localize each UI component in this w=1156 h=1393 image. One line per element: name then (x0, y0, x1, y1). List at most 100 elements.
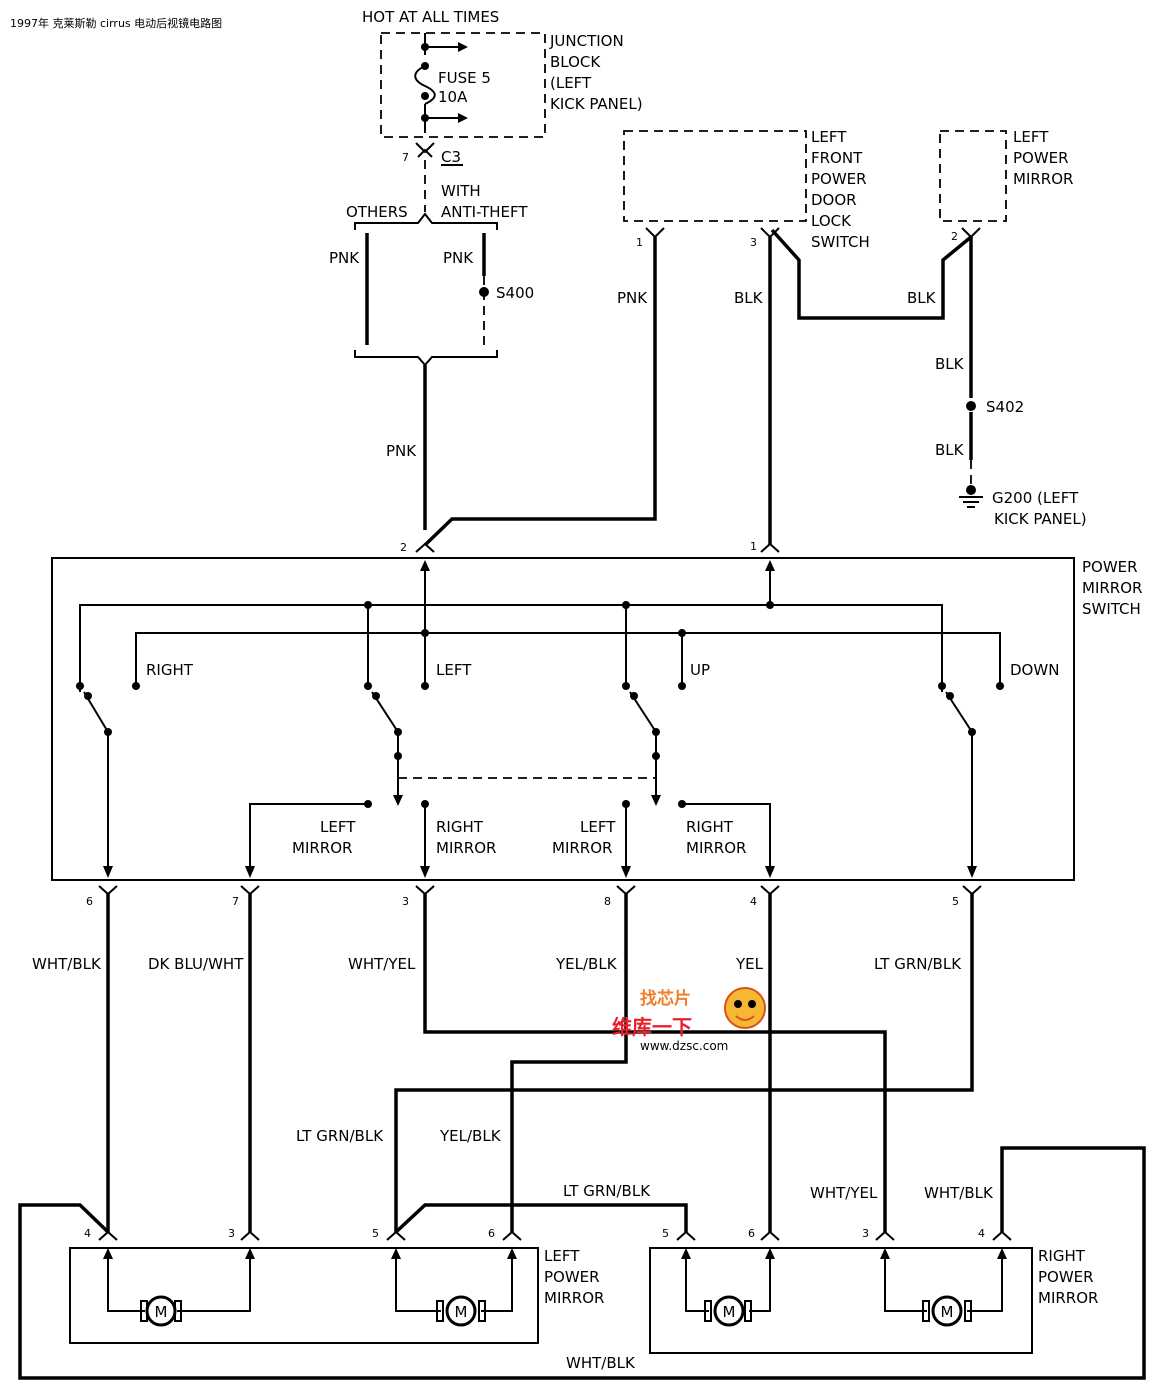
wire-label-wht-blk: WHT/BLK (32, 955, 102, 973)
junction-block-line1: JUNCTION (549, 32, 624, 50)
sel-left-mirror-2-line1: LEFT (580, 818, 616, 836)
lpm-top-line3: MIRROR (1013, 170, 1073, 188)
door-lock-line4: DOOR (811, 191, 857, 209)
wire-pnk-door-lock (423, 237, 657, 547)
wire-label-yel: YEL (735, 955, 764, 973)
dir-down: DOWN (1010, 661, 1059, 679)
lpm-bottom-line3: MIRROR (544, 1289, 604, 1307)
pms-out-pin5: 5 (952, 895, 959, 908)
wire-label-wht-yel: WHT/YEL (348, 955, 416, 973)
door-lock-pin3: 3 (750, 236, 757, 249)
blk-ground-label1: BLK (935, 355, 965, 373)
sel-right-mirror-2-line1: RIGHT (686, 818, 734, 836)
branch-others-label: OTHERS (346, 203, 408, 221)
pms-line2: MIRROR (1082, 579, 1142, 597)
pms-out-pin7: 7 (232, 895, 239, 908)
wire-label-bottom-wht-blk: WHT/BLK (566, 1354, 636, 1372)
junction-block-line2: BLOCK (550, 53, 601, 71)
pms-out-pin3: 3 (402, 895, 409, 908)
door-lock-switch: LEFT FRONT POWER DOOR LOCK SWITCH 1 3 (623, 128, 870, 251)
dir-right: RIGHT (146, 661, 194, 679)
g200-line1: G200 (LEFT (992, 489, 1079, 507)
pms-line3: SWITCH (1082, 600, 1141, 618)
lpm-bottom-line1: LEFT (544, 1247, 580, 1265)
diagram-title: 1997年 克莱斯勒 cirrus 电动后视镜电路图 (10, 16, 222, 30)
sel-right-mirror-2-line2: MIRROR (686, 839, 746, 857)
pnk-door-lock-label: PNK (617, 289, 648, 307)
sel-right-mirror-1-line1: RIGHT (436, 818, 484, 836)
hot-at-all-times-label: HOT AT ALL TIMES (362, 8, 499, 26)
branch-antitheft-line1: WITH (441, 182, 481, 200)
lpm-bottom-pin3: 3 (228, 1227, 235, 1240)
connector-c3: 7 C3 (402, 142, 463, 212)
dir-left: LEFT (436, 661, 472, 679)
lpm-bottom-pin4: 4 (84, 1227, 91, 1240)
rpm-bottom-pin6: 6 (748, 1227, 755, 1240)
ground-g200: G200 (LEFT KICK PANEL) (959, 485, 1087, 528)
wire-label-yel-blk: YEL/BLK (555, 955, 618, 973)
watermark-logo: 找芯片 维库一下 www.dzsc.com (612, 987, 766, 1053)
pms-out-pin6: 6 (86, 895, 93, 908)
dir-up: UP (690, 661, 710, 679)
rpm-bottom-line2: POWER (1038, 1268, 1094, 1286)
watermark-line1: 找芯片 (640, 988, 691, 1009)
motor-right-2: M (922, 1295, 972, 1327)
sel-left-mirror-1-line1: LEFT (320, 818, 356, 836)
wire-label-lt-grn-blk: LT GRN/BLK (874, 955, 962, 973)
motor-left-2-label: M (455, 1303, 468, 1321)
lpm-bottom-pin6: 6 (488, 1227, 495, 1240)
wire-label-bridge-lt-grn: LT GRN/BLK (563, 1182, 651, 1200)
door-lock-line6: SWITCH (811, 233, 870, 251)
pnk-antitheft-label: PNK (443, 249, 474, 267)
motor-right-2-label: M (941, 1303, 954, 1321)
splice-s400-dot (479, 287, 489, 297)
junction-block-line3: (LEFT (550, 74, 592, 92)
door-lock-line3: POWER (811, 170, 867, 188)
splice-s402-dot (966, 401, 976, 411)
splice-s400-label: S400 (496, 284, 534, 302)
rpm-bottom-pin5: 5 (662, 1227, 669, 1240)
left-power-mirror-top: LEFT POWER MIRROR 2 (939, 128, 1073, 243)
right-power-mirror-bottom: RIGHT POWER MIRROR 5 6 3 4 (649, 1227, 1098, 1354)
junction-block: HOT AT ALL TIMES FUSE 5 10A JUNCTION BLO… (362, 8, 643, 138)
blk-ground-label2: BLK (935, 441, 965, 459)
lpm-bottom-line2: POWER (544, 1268, 600, 1286)
motor-left-1-label: M (155, 1303, 168, 1321)
motor-right-1: M (704, 1295, 752, 1327)
rpm-bottom-line3: MIRROR (1038, 1289, 1098, 1307)
door-lock-pin1: 1 (636, 236, 643, 249)
branch-antitheft-line2: ANTI-THEFT (441, 203, 528, 221)
switch-output-connectors: 6 7 3 8 4 5 (86, 885, 982, 908)
rpm-bottom-line1: RIGHT (1038, 1247, 1086, 1265)
door-lock-line1: LEFT (811, 128, 847, 146)
pms-out-pin4: 4 (750, 895, 757, 908)
motor-right-1-label: M (723, 1303, 736, 1321)
splice-s402-label: S402 (986, 398, 1024, 416)
rpm-bottom-pin3: 3 (862, 1227, 869, 1240)
motor-left-1: M (140, 1295, 182, 1327)
fuse-name: FUSE 5 (438, 69, 491, 87)
door-lock-line5: LOCK (811, 212, 852, 230)
wire-label-dk-blu-wht: DK BLU/WHT (148, 955, 244, 973)
pms-input-pin2: 2 (400, 541, 407, 554)
door-lock-line2: FRONT (811, 149, 863, 167)
g200-line2: KICK PANEL) (994, 510, 1087, 528)
pnk-main-label: PNK (386, 442, 417, 460)
lpm-top-line2: POWER (1013, 149, 1069, 167)
sel-left-mirror-1-line2: MIRROR (292, 839, 352, 857)
power-mirror-switch: POWER MIRROR SWITCH 2 1 RIGHT L (51, 540, 1142, 881)
left-power-mirror-bottom: LEFT POWER MIRROR 4 3 5 6 (69, 1227, 604, 1344)
blk-link-label: BLK (907, 289, 937, 307)
wire-label-cross-lt-grn: LT GRN/BLK (296, 1127, 384, 1145)
pms-line1: POWER (1082, 558, 1138, 576)
rpm-bottom-pin4: 4 (978, 1227, 985, 1240)
pms-input-pin1: 1 (750, 540, 757, 553)
lpm-top-pin: 2 (951, 230, 958, 243)
pnk-others-label: PNK (329, 249, 360, 267)
option-branch: OTHERS WITH ANTI-THEFT PNK PNK S400 PNK (329, 182, 534, 530)
watermark-line2: 维库一下 (612, 1015, 692, 1039)
pms-out-pin8: 8 (604, 895, 611, 908)
wire-blk-link (770, 228, 973, 320)
c3-name: C3 (441, 148, 461, 166)
